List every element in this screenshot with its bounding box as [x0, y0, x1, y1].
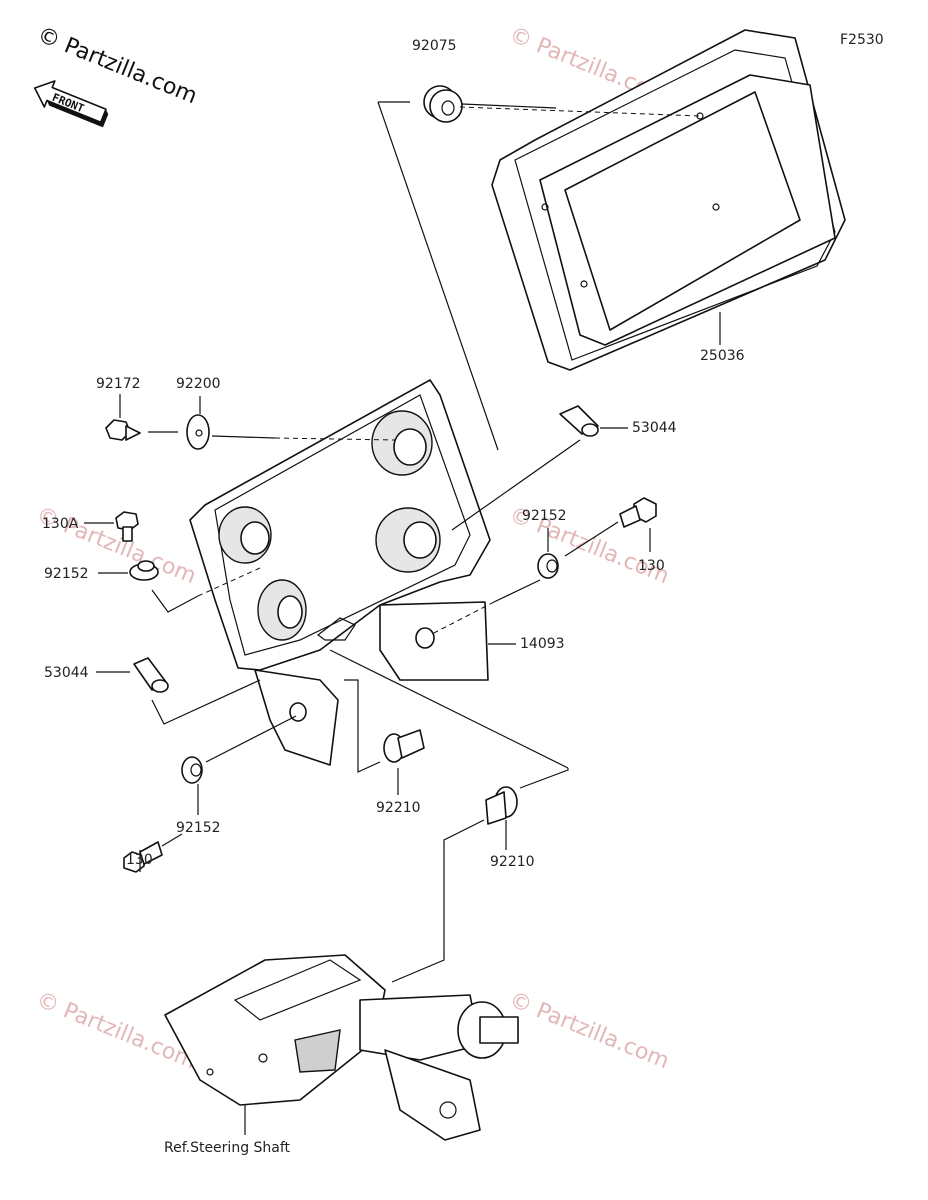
- diagram-code: F2530: [840, 32, 884, 48]
- collar-92210-right: [485, 786, 518, 825]
- washer-92200: [186, 414, 210, 450]
- callout-92152-right: 92152: [522, 508, 567, 524]
- pin-53044-lower: [133, 657, 169, 693]
- callout-130-right: 130: [638, 558, 665, 574]
- callout-130-bottom: 130: [126, 852, 153, 868]
- callout-92152-left: 92152: [44, 566, 89, 582]
- grommet-92075: [423, 85, 463, 123]
- bolt-130A: [115, 511, 139, 542]
- callout-53044-upper: 53044: [632, 420, 677, 436]
- steering-shaft-ref: [164, 954, 519, 1141]
- leader-lines: [84, 101, 721, 1135]
- collar-92152-left: [129, 560, 159, 581]
- collar-92152-bottom: [181, 756, 203, 784]
- callout-130A: 130A: [42, 516, 79, 532]
- collar-92210-mid: [383, 729, 425, 763]
- callout-92172: 92172: [96, 376, 141, 392]
- collar-92152-right: [537, 553, 559, 579]
- callout-92210-right: 92210: [490, 854, 535, 870]
- callout-53044-lower: 53044: [44, 665, 89, 681]
- bolt-130-bottom: [123, 841, 163, 873]
- pin-53044-upper: [559, 405, 599, 437]
- callout-92200: 92200: [176, 376, 221, 392]
- meter-bracket: [189, 379, 491, 766]
- callout-92075: 92075: [412, 38, 457, 54]
- callout-14093: 14093: [520, 636, 565, 652]
- reference-note: Ref.Steering Shaft: [164, 1140, 291, 1156]
- nut-92172: [105, 419, 141, 441]
- bolt-130-right: [619, 497, 657, 528]
- callout-labels: 92075 25036 92172 92200 53044 130A 92152…: [42, 38, 745, 1156]
- front-arrow-icon: FRONT: [33, 80, 109, 128]
- meter-assembly-25036: [491, 29, 846, 371]
- callout-92152-bottom: 92152: [176, 820, 221, 836]
- callout-92210-mid: 92210: [376, 800, 421, 816]
- callout-25036: 25036: [700, 348, 745, 364]
- watermark-5: © Partzilla.com: [506, 987, 673, 1074]
